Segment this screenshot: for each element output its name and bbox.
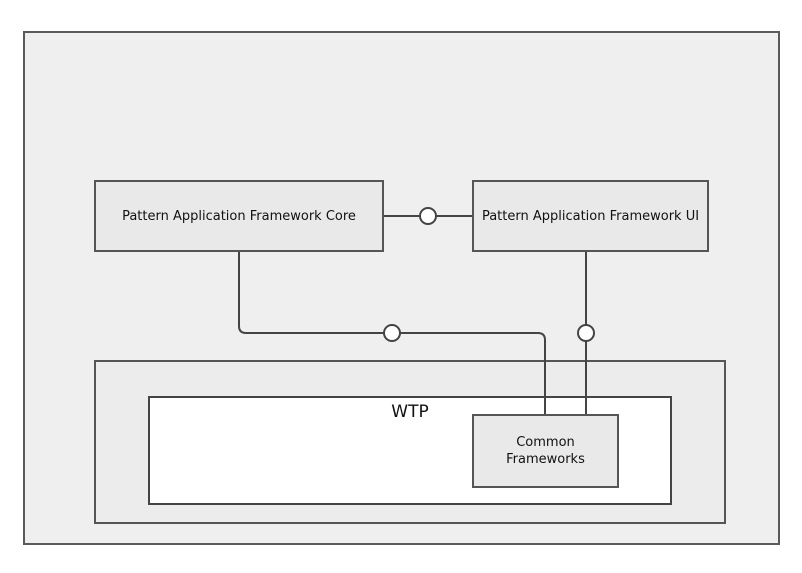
wtp-label: WTP [391,402,429,422]
ui-component-label: Pattern Application Framework UI [481,208,700,224]
core-component: Pattern Application Framework Core [94,180,384,252]
ui-component: Pattern Application Framework UI [472,180,709,252]
common-frameworks-component: Common Frameworks [472,414,619,488]
core-component-label: Pattern Application Framework Core [122,208,356,224]
common-frameworks-label: Common Frameworks [506,435,585,467]
